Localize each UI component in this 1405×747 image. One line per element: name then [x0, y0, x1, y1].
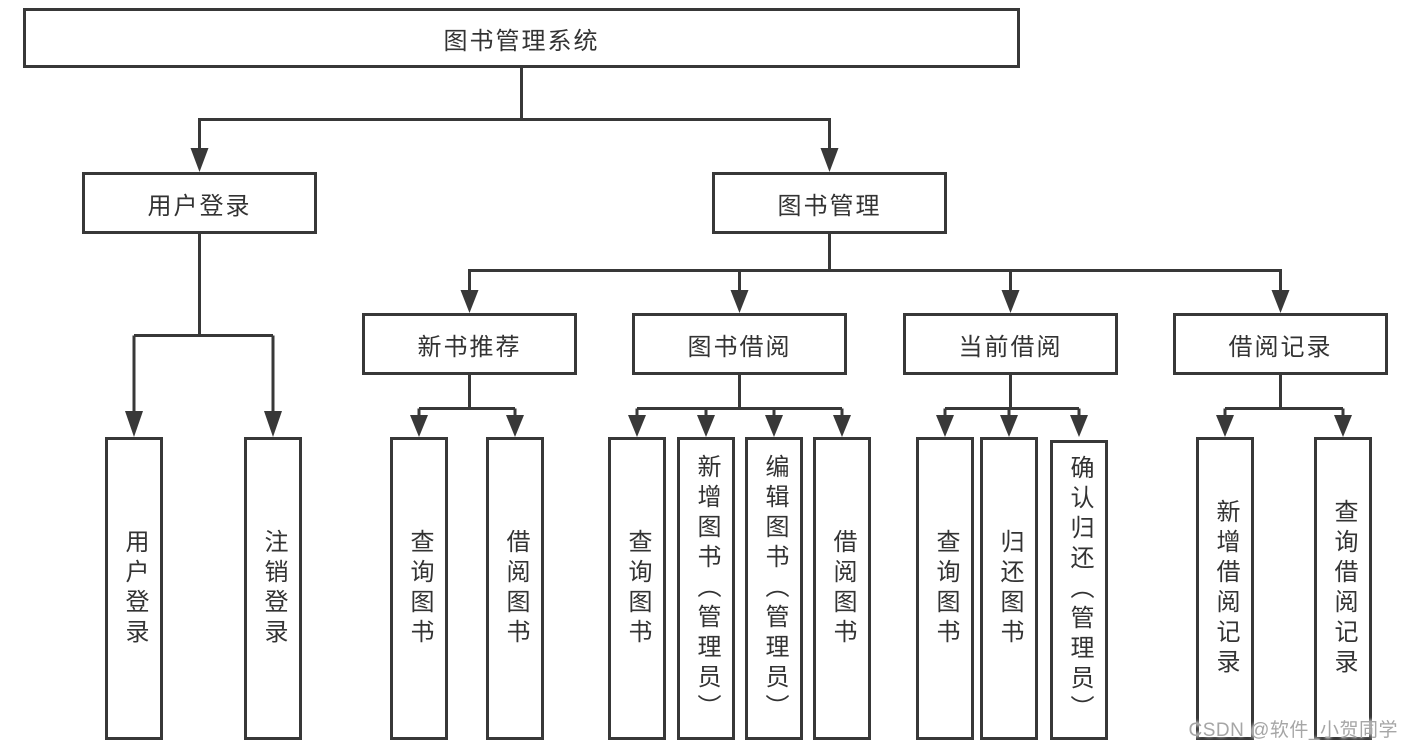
node-label: 图书借阅 [687, 333, 792, 361]
node-current-borrowing: 当前借阅 [903, 313, 1118, 375]
leaf-borrow-books-recommend: 借阅图书 [486, 437, 544, 740]
node-label: 新增图书（管理员） [693, 453, 720, 724]
csdn-watermark: CSDN @软件_小贺同学 [1188, 720, 1398, 741]
leaf-edit-book-admin: 编辑图书（管理员） [745, 437, 803, 740]
connector-lines [132, 68, 1345, 418]
leaf-add-book-admin: 新增图书（管理员） [677, 437, 735, 740]
node-label: 当前借阅 [958, 333, 1063, 361]
node-label: 归还图书 [996, 528, 1023, 649]
node-label: 查询图书 [624, 528, 651, 649]
node-label: 借阅图书 [502, 528, 529, 649]
node-borrowing-records: 借阅记录 [1173, 313, 1388, 375]
node-root-label: 图书管理系统 [443, 27, 600, 55]
node-book-management: 图书管理 [712, 172, 947, 234]
leaf-add-borrow-record: 新增借阅记录 [1196, 437, 1254, 740]
node-book-borrowing: 图书借阅 [632, 313, 847, 375]
leaf-query-books-current: 查询图书 [916, 437, 974, 740]
node-label: 图书管理 [777, 192, 882, 220]
node-label: 用户登录 [121, 528, 148, 649]
leaf-query-books-borrowing: 查询图书 [608, 437, 666, 740]
node-label: 借阅记录 [1228, 333, 1333, 361]
leaf-query-borrow-record: 查询借阅记录 [1314, 437, 1372, 740]
leaf-borrow-books: 借阅图书 [813, 437, 871, 740]
leaf-confirm-return-admin: 确认归还（管理员） [1050, 440, 1108, 740]
node-root: 图书管理系统 [23, 8, 1020, 68]
node-label: 新书推荐 [417, 333, 522, 361]
leaf-return-book: 归还图书 [980, 437, 1038, 740]
node-label: 确认归还（管理员） [1066, 455, 1093, 725]
leaf-user-login: 用户登录 [105, 437, 163, 740]
arrow-head-icons [125, 148, 1352, 437]
leaf-query-books-recommend: 查询图书 [390, 437, 448, 740]
node-label: 新增借阅记录 [1212, 498, 1239, 679]
node-label: 查询图书 [932, 528, 959, 649]
node-label: 查询图书 [406, 528, 433, 649]
node-new-book-recommend: 新书推荐 [362, 313, 577, 375]
node-label: 借阅图书 [829, 528, 856, 649]
node-label: 注销登录 [260, 528, 287, 649]
node-label: 查询借阅记录 [1330, 498, 1357, 679]
node-label: 用户登录 [147, 192, 252, 220]
node-label: 编辑图书（管理员） [761, 453, 788, 724]
node-user-login: 用户登录 [82, 172, 317, 234]
leaf-logout: 注销登录 [244, 437, 302, 740]
